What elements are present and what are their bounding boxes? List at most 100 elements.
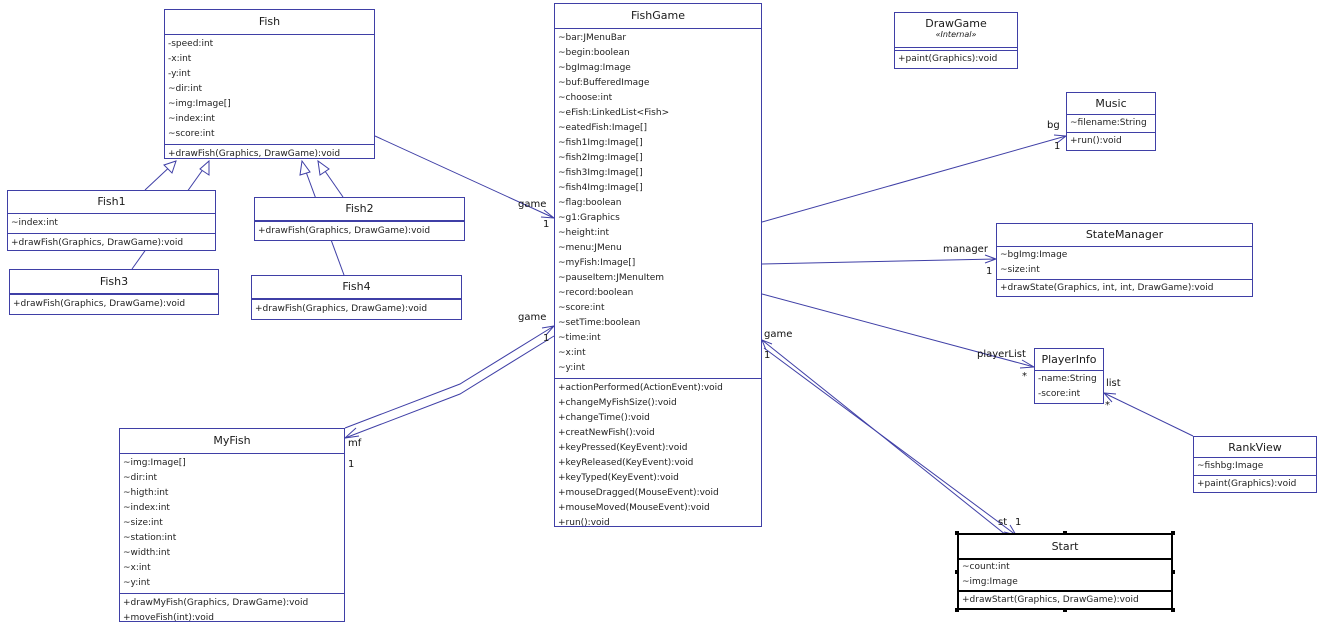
selection-handle[interactable]	[1171, 570, 1175, 574]
class-statemanager[interactable]: StateManager ~bgImg:Image ~size:int +dra…	[996, 223, 1253, 297]
class-name: Music	[1095, 97, 1127, 110]
attribute: ~img:Image[]	[123, 458, 186, 468]
attribute: ~index:int	[168, 114, 215, 124]
selection-handle[interactable]	[1063, 531, 1067, 535]
class-name: RankView	[1228, 441, 1282, 454]
attribute: ~index:int	[11, 218, 58, 228]
role-label-game: game	[518, 312, 547, 323]
attribute: ~x:int	[558, 348, 586, 358]
operations: +drawFish(Graphics, DrawGame):void	[10, 295, 218, 314]
role-label-game: game	[518, 199, 547, 210]
operation: +drawMyFish(Graphics, DrawGame):void	[123, 598, 309, 608]
attribute: ~dir:int	[168, 84, 203, 94]
class-title: Fish3	[10, 270, 218, 294]
attribute: ~fish4Img:Image[]	[558, 183, 643, 193]
attributes: ~index:int	[8, 214, 215, 234]
attribute: ~score:int	[558, 303, 605, 313]
class-title: RankView	[1194, 437, 1316, 458]
association-bg	[761, 135, 1067, 223]
class-drawgame[interactable]: DrawGame «Internal» +paint(Graphics):voi…	[894, 12, 1018, 69]
selection-handle[interactable]	[955, 608, 959, 612]
class-fish2[interactable]: Fish2 +drawFish(Graphics, DrawGame):void	[254, 197, 465, 241]
class-title: FishGame	[555, 4, 761, 29]
attribute: ~pauseItem:JMenuItem	[558, 273, 665, 283]
operation: +paint(Graphics):void	[1197, 479, 1297, 489]
attribute: ~bar:JMenuBar	[558, 33, 627, 43]
attribute: ~img:Image	[962, 577, 1018, 587]
operations: +drawFish(Graphics, DrawGame):void	[165, 145, 374, 164]
role-label-list: list	[1106, 378, 1121, 389]
operations: +paint(Graphics):void	[1194, 476, 1316, 493]
class-fish[interactable]: Fish -speed:int -x:int -y:int ~dir:int ~…	[164, 9, 375, 159]
attribute: ~y:int	[123, 578, 150, 588]
attribute: ~score:int	[168, 129, 215, 139]
multiplicity-label: 1	[543, 219, 550, 230]
operations: +drawFish(Graphics, DrawGame):void	[8, 234, 215, 253]
attribute: ~setTime:boolean	[558, 318, 641, 328]
class-playerinfo[interactable]: PlayerInfo -name:String -score:int	[1034, 348, 1104, 404]
arrowhead-game3	[761, 339, 773, 351]
class-title: Music	[1067, 93, 1155, 115]
attribute: ~index:int	[123, 503, 170, 513]
multiplicity-label: *	[1022, 371, 1027, 382]
class-title: MyFish	[120, 429, 344, 454]
attribute: ~bgImag:Image	[558, 63, 631, 73]
attribute: ~fish1Img:Image[]	[558, 138, 643, 148]
class-title: Fish	[165, 10, 374, 35]
class-title: PlayerInfo	[1035, 349, 1103, 371]
class-title: Fish4	[252, 276, 461, 299]
attribute: ~station:int	[123, 533, 177, 543]
operations: +drawFish(Graphics, DrawGame):void	[255, 222, 464, 241]
attribute: ~y:int	[558, 363, 585, 373]
attributes: -speed:int -x:int -y:int ~dir:int ~img:I…	[165, 35, 374, 145]
attribute: ~menu:JMenu	[558, 243, 622, 253]
operations: +actionPerformed(ActionEvent):void +chan…	[555, 379, 761, 533]
class-rankview[interactable]: RankView ~fishbg:Image +paint(Graphics):…	[1193, 436, 1317, 493]
attribute: ~g1:Graphics	[558, 213, 620, 223]
arrowhead-list	[1102, 392, 1117, 403]
selection-handle[interactable]	[955, 570, 959, 574]
class-fish3[interactable]: Fish3 +drawFish(Graphics, DrawGame):void	[9, 269, 219, 315]
generalization-arrowhead-fish3	[199, 159, 210, 176]
operations: +drawStart(Graphics, DrawGame):void	[959, 592, 1171, 608]
attributes: ~fishbg:Image	[1194, 458, 1316, 476]
attribute: ~img:Image[]	[168, 99, 231, 109]
association-list	[1103, 392, 1194, 437]
selection-handle[interactable]	[1171, 608, 1175, 612]
class-fishgame[interactable]: FishGame ~bar:JMenuBar ~begin:boolean ~b…	[554, 3, 762, 528]
attribute: ~eFish:LinkedList<Fish>	[558, 108, 670, 118]
attributes: ~bar:JMenuBar ~begin:boolean ~bgImag:Ima…	[555, 29, 761, 379]
selection-handle[interactable]	[955, 531, 959, 535]
arrowhead-fish-game	[540, 209, 556, 219]
multiplicity-label: 1	[764, 350, 771, 361]
class-music[interactable]: Music ~filename:String +run():void	[1066, 92, 1156, 151]
operation: +drawState(Graphics, int, int, DrawGame)…	[1000, 283, 1214, 293]
class-start[interactable]: Start ~count:int ~img:Image +drawStart(G…	[957, 533, 1173, 610]
class-fish1[interactable]: Fish1 ~index:int +drawFish(Graphics, Dra…	[7, 190, 216, 251]
class-myfish[interactable]: MyFish ~img:Image[] ~dir:int ~higth:int …	[119, 428, 345, 623]
multiplicity-label: *	[1105, 400, 1110, 411]
attributes: ~filename:String	[1067, 115, 1155, 133]
selection-handle[interactable]	[1063, 608, 1067, 612]
operation: +changeTime():void	[558, 413, 650, 423]
operation: +actionPerformed(ActionEvent):void	[558, 383, 723, 393]
attributes: ~img:Image[] ~dir:int ~higth:int ~index:…	[120, 454, 344, 594]
class-name: Start	[1051, 540, 1079, 553]
operation: +mouseDragged(MouseEvent):void	[558, 488, 719, 498]
class-fish4[interactable]: Fish4 +drawFish(Graphics, DrawGame):void	[251, 275, 462, 320]
class-title: Fish2	[255, 198, 464, 221]
class-name: Fish3	[99, 275, 129, 288]
operation: +drawFish(Graphics, DrawGame):void	[258, 226, 431, 236]
stereotype-label: «Internal»	[935, 30, 977, 39]
operations: +drawState(Graphics, int, int, DrawGame)…	[997, 280, 1252, 297]
attribute: ~fishbg:Image	[1197, 461, 1264, 471]
association-start-st	[763, 347, 1017, 536]
generalization-arrowhead-fish2	[317, 159, 330, 176]
attribute: ~time:int	[558, 333, 601, 343]
attributes	[255, 221, 464, 222]
selection-handle[interactable]	[1171, 531, 1175, 535]
attribute: ~buf:BufferedImage	[558, 78, 650, 88]
class-name: PlayerInfo	[1041, 353, 1097, 366]
operation: +mouseMoved(MouseEvent):void	[558, 503, 710, 513]
